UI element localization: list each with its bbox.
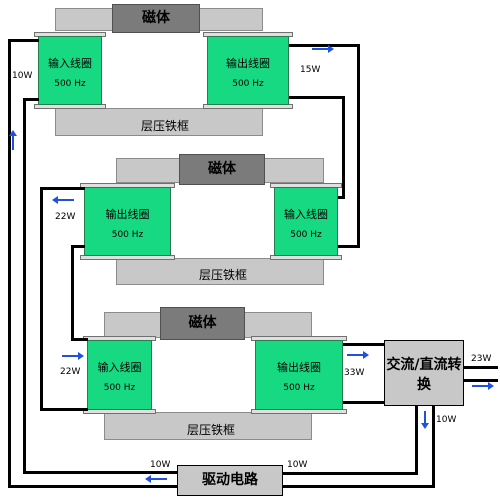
unit3-frame-label: 层压铁框 [186,423,235,437]
wire [343,343,385,346]
wire [71,338,88,341]
power-label-10w-driver-right: 10W [287,460,308,470]
wire [432,406,435,487]
power-label-22w-bottom: 22W [60,367,81,377]
unit3-output-coil-freq: 500 Hz [283,383,315,393]
unit1-magnet: 磁体 [112,4,200,33]
power-label-33w: 33W [344,368,365,378]
flow-arrow-right-bottom [62,352,84,360]
power-label-15w: 15W [300,65,321,75]
wire [415,406,418,474]
wire [8,39,39,42]
unit1-output-coil-name: 输出线圈 [226,57,270,70]
power-label-23w: 23W [471,354,492,364]
unit1-input-coil: 输入线圈 500 Hz [38,36,102,105]
wire [40,187,43,410]
unit1-input-coil-freq: 500 Hz [54,79,86,89]
wire [283,472,418,475]
wire [8,39,11,487]
flow-arrow-left-mid [52,196,74,204]
unit1-input-coil-name: 输入线圈 [48,57,92,70]
wire [343,401,385,404]
unit2-input-coil-freq: 500 Hz [290,230,322,240]
flow-arrow-right-top [312,45,334,53]
unit1-frame-label: 层压铁框 [140,119,189,133]
power-label-10w-left: 10W [12,71,33,81]
wire [40,408,88,411]
unit2-output-coil-freq: 500 Hz [111,230,144,240]
wire [357,44,360,247]
wire [23,98,39,101]
unit3-output-coil-name: 输出线圈 [277,361,321,374]
unit2-magnet: 磁体 [179,154,265,185]
unit3-input-coil-freq: 500 Hz [103,383,136,393]
ac-dc-converter: 交流/直流转换 [384,340,464,406]
wire [289,96,344,99]
unit3-input-coil: 输入线圈 500 Hz [87,340,152,410]
power-label-10w-converter: 10W [436,415,457,425]
wire [23,98,26,473]
unit3-input-coil-name: 输入线圈 [97,361,142,374]
wire [464,379,498,382]
unit3-bottom-frame [104,412,312,440]
unit3-magnet: 磁体 [160,307,245,340]
unit2-output-coil-name: 输出线圈 [105,208,150,221]
unit1-magnet-label: 磁体 [142,10,170,26]
unit2-frame-label: 层压铁框 [198,268,247,282]
unit1-output-coil: 输出线圈 500 Hz [207,36,289,105]
unit2-output-coil: 输出线圈 500 Hz [84,187,171,256]
wire [71,245,85,248]
unit3-magnet-label: 磁体 [188,315,217,331]
power-label-10w-driver-left: 10W [150,460,171,470]
wire [40,187,85,190]
unit1-bottom-frame [55,108,263,136]
flow-arrow-to-driver-left [145,475,167,483]
wire [289,44,359,47]
unit2-bottom-frame [116,258,324,285]
wire [338,245,360,248]
unit1-output-coil-freq: 500 Hz [232,79,264,89]
wire [8,485,178,488]
wire [71,245,74,340]
wire [338,196,345,199]
flow-arrow-to-converter [347,351,369,359]
driver-circuit: 驱动电路 [177,465,283,496]
unit3-output-coil: 输出线圈 500 Hz [255,340,343,410]
unit2-input-coil: 输入线圈 500 Hz [274,187,338,256]
wire [23,471,178,474]
unit2-input-coil-name: 输入线圈 [284,208,328,221]
wire [464,366,498,369]
power-label-22w-mid: 22W [55,212,76,222]
wire [283,485,435,488]
unit2-magnet-label: 磁体 [208,161,236,177]
flow-arrow-up-left [9,130,17,150]
driver-label: 驱动电路 [202,472,258,488]
wire [342,96,345,198]
flow-arrow-down-converter [421,411,429,429]
flow-arrow-output [472,382,494,390]
converter-label: 交流/直流转换 [386,357,462,393]
